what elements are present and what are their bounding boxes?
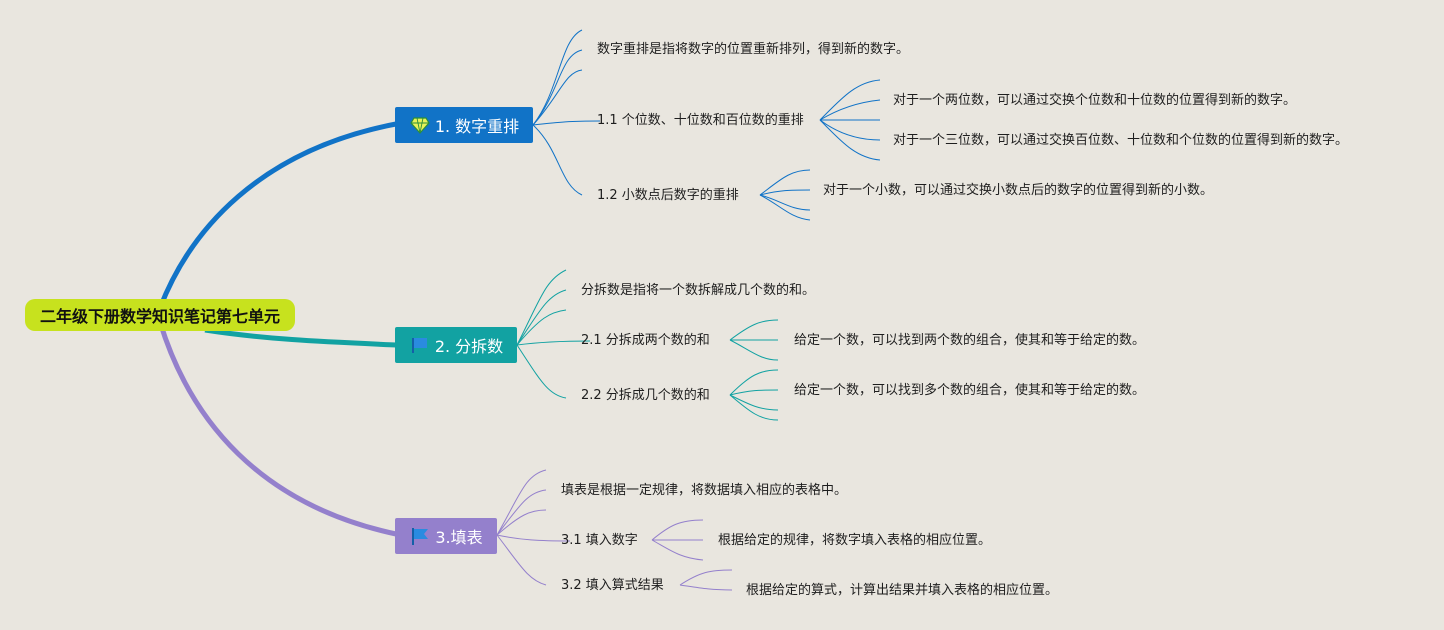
subtopic-3-2[interactable]: 3.2 填入算式结果: [561, 578, 664, 593]
definition-node-3[interactable]: 填表是根据一定规律，将数据填入相应的表格中。: [561, 483, 848, 498]
detail-1-2-a[interactable]: 对于一个小数，可以通过交换小数点后的数字的位置得到新的小数。: [823, 183, 1214, 198]
subtopic-2-2[interactable]: 2.2 分拆成几个数的和: [581, 388, 710, 403]
flag-icon: [409, 334, 431, 356]
detail-3-2-a[interactable]: 根据给定的算式，计算出结果并填入表格的相应位置。: [746, 583, 1059, 598]
detail-1-1-b[interactable]: 对于一个三位数，可以通过交换百位数、十位数和个位数的位置得到新的数字。: [893, 133, 1349, 148]
diamond-icon: [409, 114, 431, 136]
branch2-connectors: [516, 269, 779, 421]
detail-1-1-a[interactable]: 对于一个两位数，可以通过交换个位数和十位数的位置得到新的数字。: [893, 93, 1297, 108]
branch-topic-1[interactable]: 1. 数字重排: [395, 107, 533, 143]
detail-3-1-a[interactable]: 根据给定的规律，将数字填入表格的相应位置。: [718, 533, 992, 548]
subtopic-1-1[interactable]: 1.1 个位数、十位数和百位数的重排: [597, 113, 804, 128]
connector-root-b1: [157, 121, 397, 309]
branch-topic-3[interactable]: 3.填表: [395, 518, 497, 554]
branch-topic-2-label: 2. 分拆数: [434, 337, 504, 356]
root-topic[interactable]: 二年级下册数学知识笔记第七单元: [25, 299, 295, 331]
subtopic-2-1[interactable]: 2.1 分拆成两个数的和: [581, 333, 710, 348]
connector-root-b2: [204, 327, 397, 348]
definition-node-1[interactable]: 数字重排是指将数字的位置重新排列，得到新的数字。: [597, 42, 910, 57]
flag-icon: [409, 525, 431, 547]
detail-2-1-a[interactable]: 给定一个数，可以找到两个数的组合，使其和等于给定的数。: [794, 333, 1146, 348]
definition-node-2[interactable]: 分拆数是指将一个数拆解成几个数的和。: [581, 283, 816, 298]
branch-topic-3-label: 3.填表: [435, 528, 483, 547]
branch1-connectors: [532, 29, 881, 221]
branch-topic-2[interactable]: 2. 分拆数: [395, 327, 517, 363]
detail-2-2-a[interactable]: 给定一个数，可以找到多个数的组合，使其和等于给定的数。: [794, 383, 1146, 398]
subtopic-3-1[interactable]: 3.1 填入数字: [561, 533, 638, 548]
subtopic-1-2[interactable]: 1.2 小数点后数字的重排: [597, 188, 739, 203]
connector-root-b3: [157, 321, 397, 537]
branch3-connectors: [496, 469, 733, 591]
branch-topic-1-label: 1. 数字重排: [434, 117, 520, 136]
